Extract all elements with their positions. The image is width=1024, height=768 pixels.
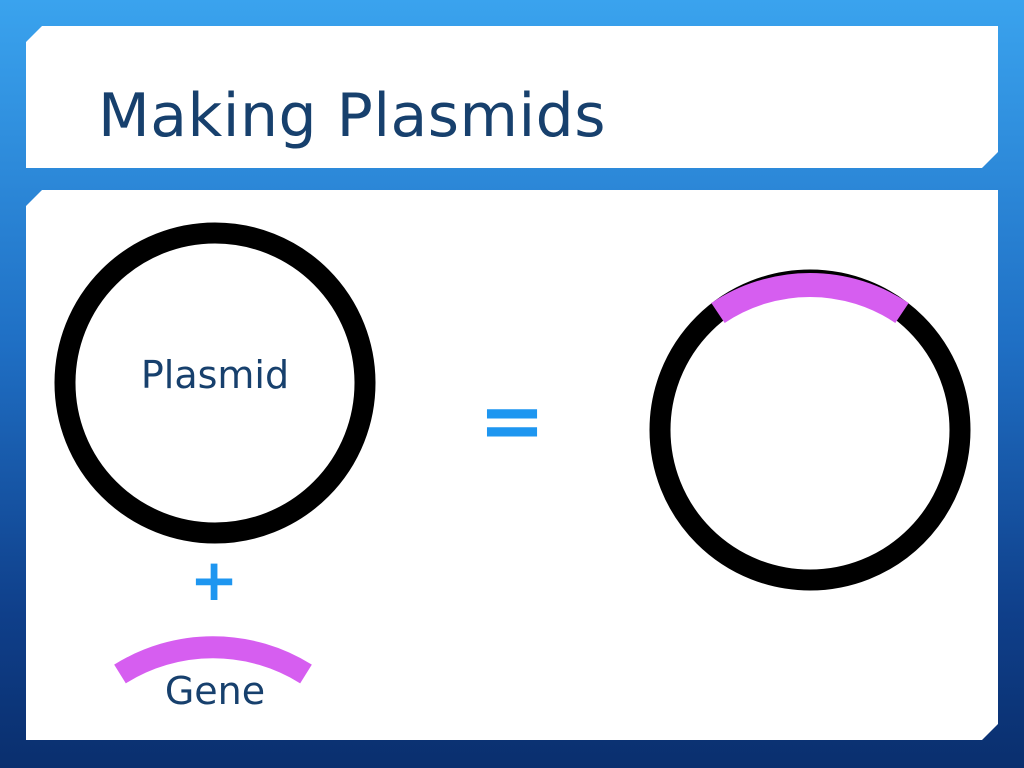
slide-title: Making Plasmids bbox=[98, 81, 606, 151]
plasmid-label: Plasmid bbox=[141, 353, 289, 397]
plus-sign: + bbox=[190, 546, 239, 614]
gene-label: Gene bbox=[165, 669, 265, 713]
plasmid-ring bbox=[54, 222, 376, 544]
recombinant-plasmid-ring bbox=[649, 269, 971, 591]
title-panel bbox=[26, 26, 998, 168]
gene-arc bbox=[114, 636, 312, 684]
equals-sign: = bbox=[478, 374, 545, 467]
inserted-gene-arc bbox=[711, 273, 909, 324]
